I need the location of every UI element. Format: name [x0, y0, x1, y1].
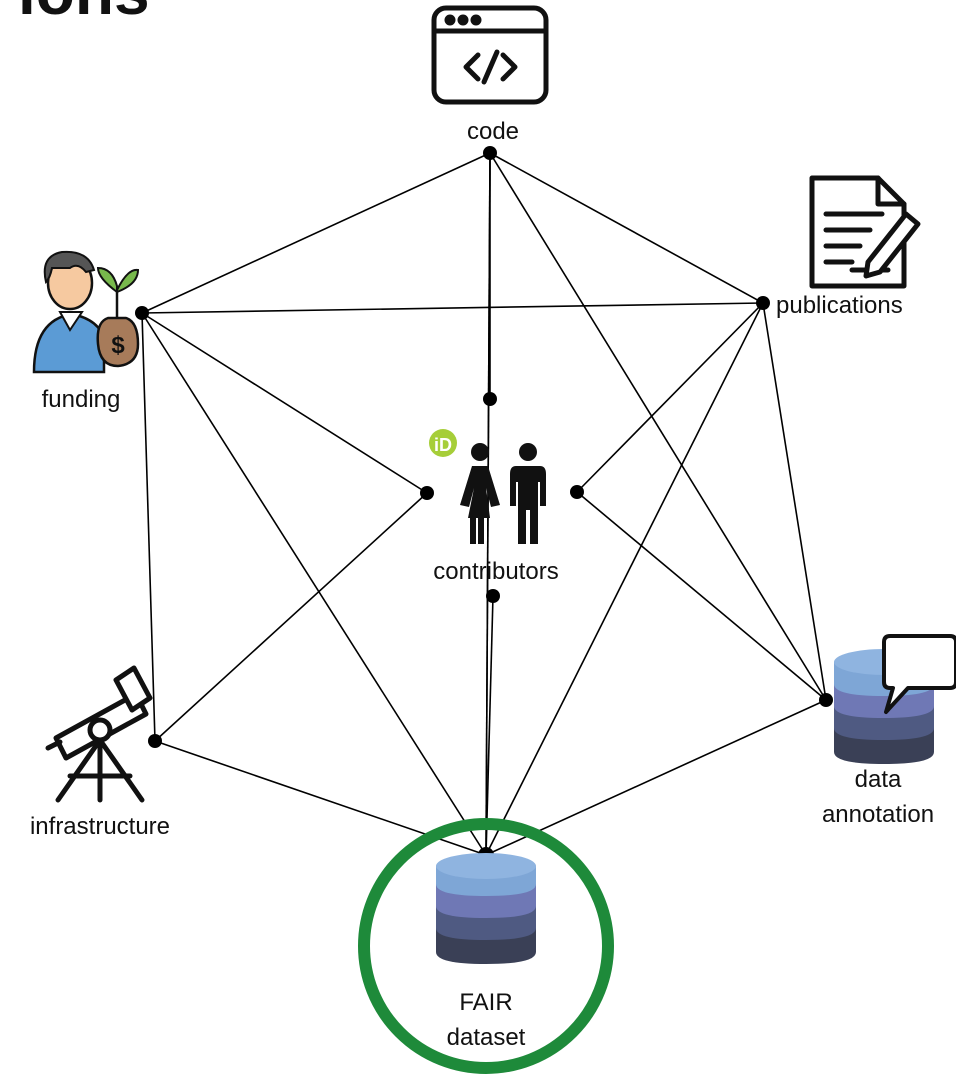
database-icon: [436, 853, 536, 964]
edge: [485, 595, 494, 856]
node-label-publications: publications: [776, 292, 903, 319]
edge: [141, 302, 764, 314]
edge: [154, 492, 428, 742]
orcid-badge-text: iD: [434, 435, 452, 455]
edge: [485, 699, 827, 856]
node-label-contributors: contributors: [433, 558, 558, 585]
node-label-funding: funding: [42, 386, 121, 413]
node-label-fair-dataset-line2: dataset: [447, 1024, 526, 1051]
node-dot-contributors-right: [570, 485, 584, 499]
document-pen-icon: [809, 175, 921, 289]
node-dot-code: [483, 146, 497, 160]
node-label-fair-dataset-line1: FAIR: [459, 989, 512, 1016]
edge: [141, 152, 491, 314]
edge: [489, 152, 827, 701]
node-dot-contributors-left: [420, 486, 434, 500]
node-label-data-annotation-line2: annotation: [822, 801, 934, 828]
node-dot-publications: [756, 296, 770, 310]
svg-text:$: $: [111, 332, 125, 359]
edge: [489, 152, 764, 304]
code-window-icon: [431, 5, 549, 105]
node-dot-contributors-bottom: [486, 589, 500, 603]
node-label-code: code: [467, 118, 519, 145]
edge: [762, 302, 827, 701]
database-comment-icon: [834, 634, 956, 764]
title-fragment: ions: [18, 0, 150, 28]
orcid-badge-icon: iD: [429, 429, 457, 457]
node-dot-infrastructure: [148, 734, 162, 748]
telescope-icon: [45, 665, 153, 803]
edge: [485, 302, 764, 856]
node-label-infrastructure: infrastructure: [30, 813, 170, 840]
fair-dataset-highlight-ring: [358, 818, 614, 1074]
person-money-bag-icon: $: [32, 250, 140, 374]
node-dot-contributors-top: [483, 392, 497, 406]
edge: [141, 312, 156, 742]
edge: [141, 312, 487, 856]
edge: [141, 312, 428, 494]
node-dots: [135, 146, 833, 863]
node-label-data-annotation-line1: data: [855, 766, 902, 793]
edge: [576, 491, 827, 701]
node-dot-data-annotation: [819, 693, 833, 707]
edge: [576, 302, 764, 493]
people-icon: [460, 443, 546, 544]
node-dot-funding: [135, 306, 149, 320]
